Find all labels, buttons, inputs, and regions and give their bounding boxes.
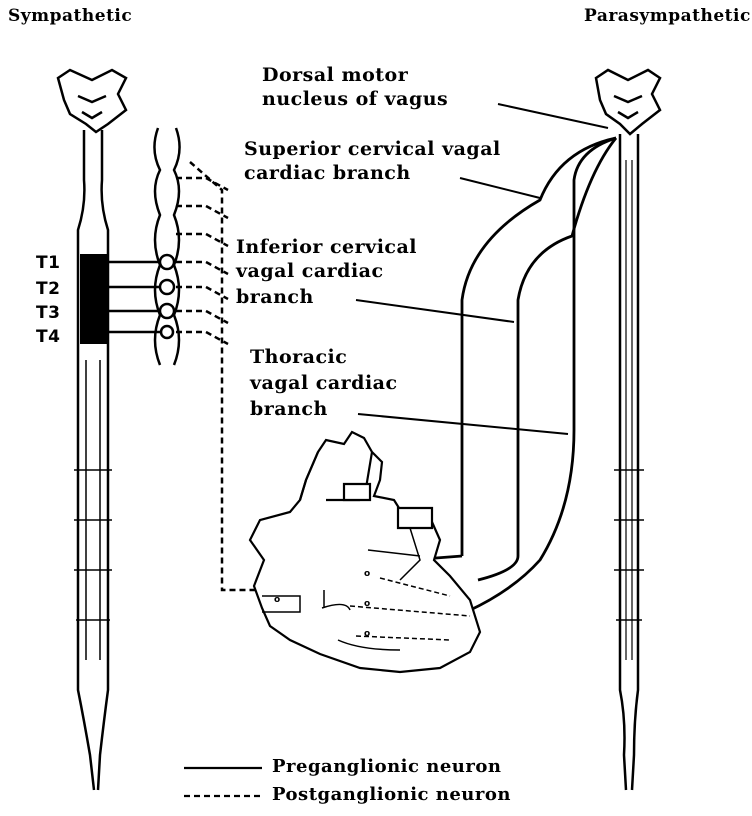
label-inferior-cervical-3: branch	[236, 288, 314, 307]
right-spinal-cord	[596, 70, 660, 790]
label-thoracic-3: branch	[250, 400, 328, 419]
segment-t1: T1	[36, 255, 60, 272]
heart-mark-3: o	[364, 630, 371, 639]
segment-t4: T4	[36, 329, 60, 346]
vagal-fibers	[410, 138, 616, 630]
heart-mark-2: o	[364, 600, 371, 609]
parasympathetic-header: Parasympathetic	[584, 8, 751, 25]
label-superior-cervical-2: cardiac branch	[244, 164, 411, 183]
label-dorsal-motor-2: nucleus of vagus	[262, 90, 448, 109]
legend-lines	[184, 768, 262, 796]
segment-t3: T3	[36, 305, 60, 322]
left-spinal-cord	[58, 70, 126, 790]
legend-preganglionic: Preganglionic neuron	[272, 758, 501, 776]
legend-postganglionic: Postganglionic neuron	[272, 786, 511, 804]
label-inferior-cervical-1: Inferior cervical	[236, 238, 417, 257]
label-inferior-cervical-2: vagal cardiac	[236, 262, 384, 281]
sympathetic-header: Sympathetic	[8, 8, 132, 25]
sympathetic-chain	[154, 128, 179, 365]
label-superior-cervical-1: Superior cervical vagal	[244, 140, 501, 159]
heart-mark-1: o	[364, 570, 371, 579]
label-thoracic-1: Thoracic	[250, 348, 347, 367]
label-thoracic-2: vagal cardiac	[250, 374, 398, 393]
preganglionic-rami	[108, 262, 160, 332]
label-dorsal-motor-1: Dorsal motor	[262, 66, 408, 85]
segment-t2: T2	[36, 281, 60, 298]
heart-mark-4: o	[274, 596, 281, 605]
